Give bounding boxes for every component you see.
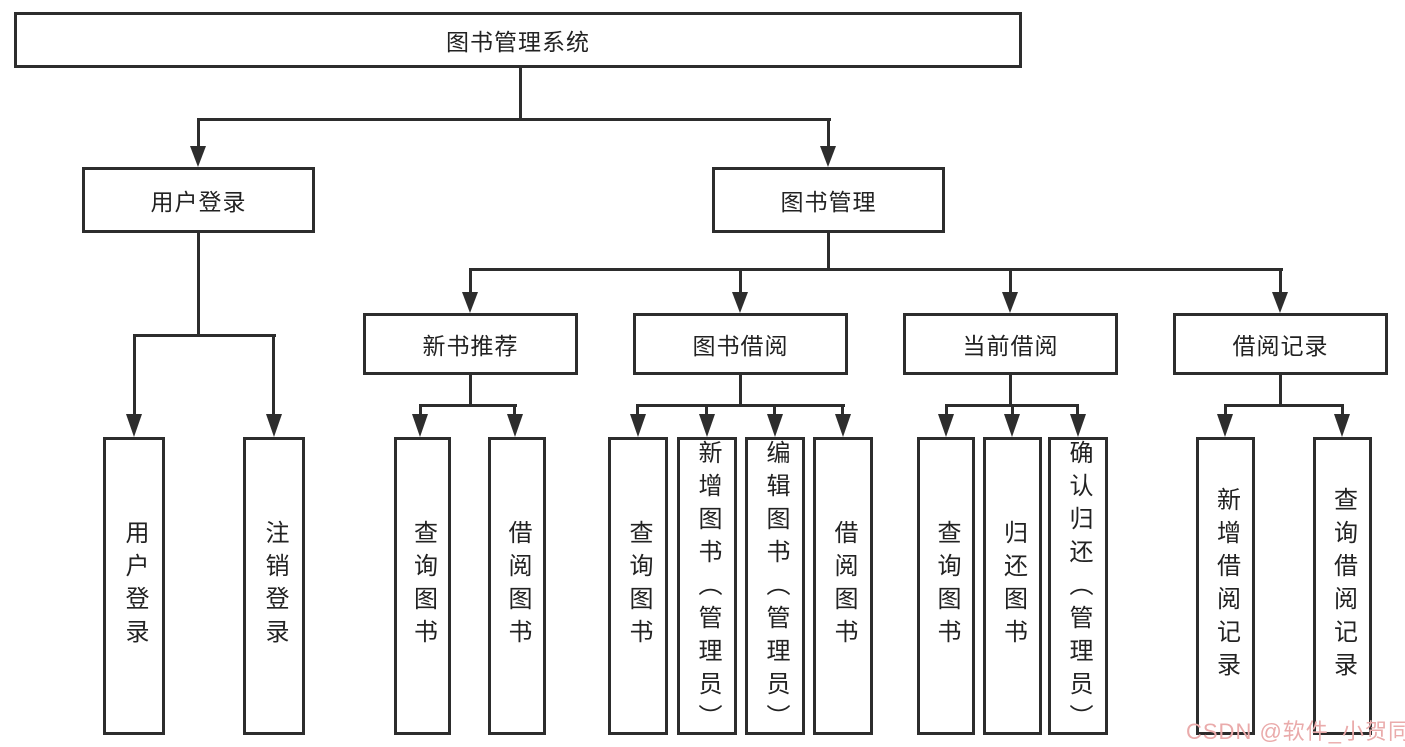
connector-stem bbox=[636, 404, 639, 417]
connector-stem bbox=[419, 404, 422, 417]
arrow-down-icon bbox=[190, 146, 206, 167]
connector-user-login-rail bbox=[133, 334, 276, 337]
arrow-down-icon bbox=[1070, 414, 1086, 437]
arrow-down-icon bbox=[266, 414, 282, 437]
connector-rail bbox=[419, 404, 517, 407]
connector-rail bbox=[636, 404, 845, 407]
node-label: 借阅图书 bbox=[504, 520, 530, 652]
leaf-query-borrow-record: 查询借阅记录 bbox=[1313, 437, 1372, 735]
node-label: 新增图书（管理员） bbox=[694, 440, 720, 737]
leaf-query-books-recommend: 查询图书 bbox=[394, 437, 451, 735]
node-label: 查询借阅记录 bbox=[1329, 487, 1356, 685]
node-book-management: 图书管理 bbox=[712, 167, 945, 233]
arrow-down-icon bbox=[1272, 292, 1288, 313]
leaf-user-login: 用户登录 bbox=[103, 437, 165, 735]
connector-stem bbox=[773, 404, 776, 417]
node-label: 确认归还（管理员） bbox=[1065, 440, 1091, 737]
arrow-down-icon bbox=[767, 414, 783, 437]
node-label: 归还图书 bbox=[999, 520, 1026, 652]
node-label: 查询图书 bbox=[625, 520, 651, 652]
arrow-down-icon bbox=[1004, 414, 1020, 437]
node-label: 用户登录 bbox=[121, 520, 147, 652]
connector-stem bbox=[1011, 404, 1014, 417]
arrow-down-icon bbox=[1002, 292, 1018, 313]
leaf-query-books-borrow: 查询图书 bbox=[608, 437, 668, 735]
connector-user-login-down bbox=[197, 233, 200, 337]
connector-stem bbox=[1341, 404, 1344, 417]
node-label: 新书推荐 bbox=[422, 334, 519, 359]
connector-stem bbox=[1009, 268, 1012, 295]
node-new-book-recommend: 新书推荐 bbox=[363, 313, 578, 375]
connector-stem bbox=[1076, 404, 1079, 417]
leaf-confirm-return-admin: 确认归还（管理员） bbox=[1048, 437, 1108, 737]
arrow-down-icon bbox=[412, 414, 428, 437]
arrow-down-icon bbox=[1334, 414, 1350, 437]
node-label: 借阅记录 bbox=[1232, 334, 1329, 359]
connector-level2-rail bbox=[469, 268, 1283, 271]
leaf-logout: 注销登录 bbox=[243, 437, 305, 735]
node-current-borrow: 当前借阅 bbox=[903, 313, 1118, 375]
node-label: 新增借阅记录 bbox=[1212, 487, 1239, 685]
leaf-borrow-books-recommend: 借阅图书 bbox=[488, 437, 546, 735]
connector-leaf-stem bbox=[272, 334, 275, 416]
leaf-add-borrow-record: 新增借阅记录 bbox=[1196, 437, 1255, 735]
connector-user-login-stem bbox=[197, 118, 200, 149]
connector-leaf-stem bbox=[133, 334, 136, 416]
connector-stem bbox=[469, 268, 472, 295]
csdn-watermark: CSDN @软件_小贺同学 bbox=[1186, 719, 1405, 744]
arrow-down-icon bbox=[630, 414, 646, 437]
connector-stem bbox=[841, 404, 844, 417]
connector-rail bbox=[1224, 404, 1344, 407]
connector-stem bbox=[739, 268, 742, 295]
connector-book-mgmt-down bbox=[827, 233, 830, 271]
connector-down bbox=[469, 375, 472, 407]
connector-stem bbox=[945, 404, 948, 417]
node-label: 图书管理 bbox=[780, 190, 877, 215]
leaf-query-books-current: 查询图书 bbox=[917, 437, 975, 735]
connector-stem bbox=[705, 404, 708, 417]
connector-book-mgmt-stem bbox=[827, 118, 830, 149]
arrow-down-icon bbox=[126, 414, 142, 437]
node-label: 查询图书 bbox=[933, 520, 959, 652]
arrow-down-icon bbox=[732, 292, 748, 313]
connector-stem bbox=[1279, 268, 1282, 295]
connector-level1-rail bbox=[197, 118, 831, 121]
node-label: 图书管理系统 bbox=[446, 30, 590, 55]
arrow-down-icon bbox=[462, 292, 478, 313]
node-library-management-system: 图书管理系统 bbox=[14, 12, 1022, 68]
connector-stem bbox=[1224, 404, 1227, 417]
connector-down bbox=[739, 375, 742, 407]
connector-stem bbox=[513, 404, 516, 417]
node-label: 借阅图书 bbox=[830, 520, 856, 652]
node-user-login: 用户登录 bbox=[82, 167, 315, 233]
arrow-down-icon bbox=[938, 414, 954, 437]
leaf-borrow-books: 借阅图书 bbox=[813, 437, 873, 735]
leaf-edit-books-admin: 编辑图书（管理员） bbox=[745, 437, 805, 737]
node-label: 注销登录 bbox=[261, 520, 287, 652]
connector-root-stub bbox=[519, 67, 522, 121]
node-label: 图书借阅 bbox=[692, 334, 789, 359]
node-borrow-records: 借阅记录 bbox=[1173, 313, 1388, 375]
node-label: 编辑图书（管理员） bbox=[762, 440, 788, 737]
arrow-down-icon bbox=[699, 414, 715, 437]
node-book-borrow: 图书借阅 bbox=[633, 313, 848, 375]
node-label: 用户登录 bbox=[150, 190, 247, 215]
leaf-add-books-admin: 新增图书（管理员） bbox=[677, 437, 737, 737]
leaf-return-books: 归还图书 bbox=[983, 437, 1042, 735]
arrow-down-icon bbox=[835, 414, 851, 437]
arrow-down-icon bbox=[507, 414, 523, 437]
connector-down bbox=[1279, 375, 1282, 407]
node-label: 当前借阅 bbox=[962, 334, 1059, 359]
connector-down bbox=[1009, 375, 1012, 407]
arrow-down-icon bbox=[820, 146, 836, 167]
node-label: 查询图书 bbox=[409, 520, 436, 652]
arrow-down-icon bbox=[1217, 414, 1233, 437]
